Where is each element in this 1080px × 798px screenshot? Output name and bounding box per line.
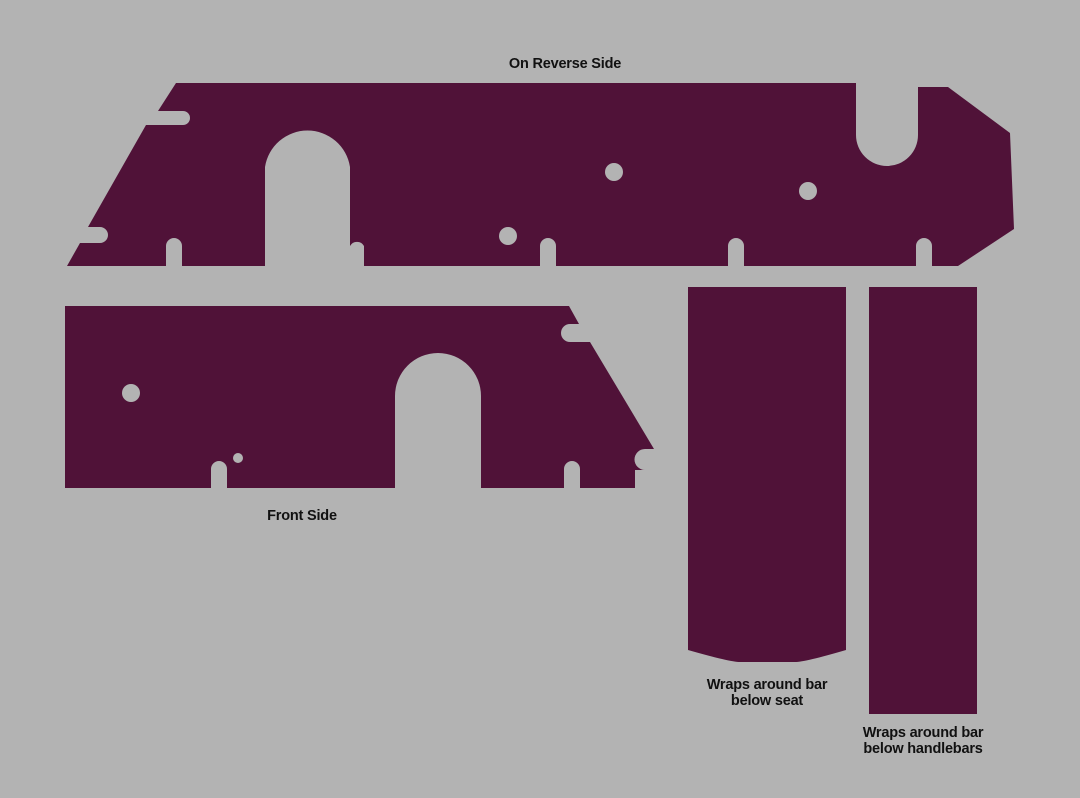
reverse-side-panel-shape <box>67 83 1014 266</box>
reverse-side-panel <box>67 83 1014 266</box>
seat-wrap-label-line2: below seat <box>731 693 804 709</box>
front-side-panel-shape <box>65 306 654 488</box>
front-side-hole-2 <box>233 453 243 463</box>
front-side-panel <box>65 306 654 488</box>
seat-wrap-strip <box>688 287 846 662</box>
reverse-side-hole-3 <box>499 227 517 245</box>
reverse-side-hole-2 <box>799 182 817 200</box>
handlebar-wrap-label-line2: below handlebars <box>863 741 982 757</box>
reverse-side-hole-1 <box>605 163 623 181</box>
front-side-hole-1 <box>122 384 140 402</box>
handlebar-wrap-label-line1: Wraps around bar <box>863 725 984 741</box>
seat-wrap-label-line1: Wraps around bar <box>707 677 828 693</box>
handlebar-wrap-strip <box>869 287 977 714</box>
front-side-label: Front Side <box>267 508 337 524</box>
reverse-side-label: On Reverse Side <box>509 56 621 72</box>
